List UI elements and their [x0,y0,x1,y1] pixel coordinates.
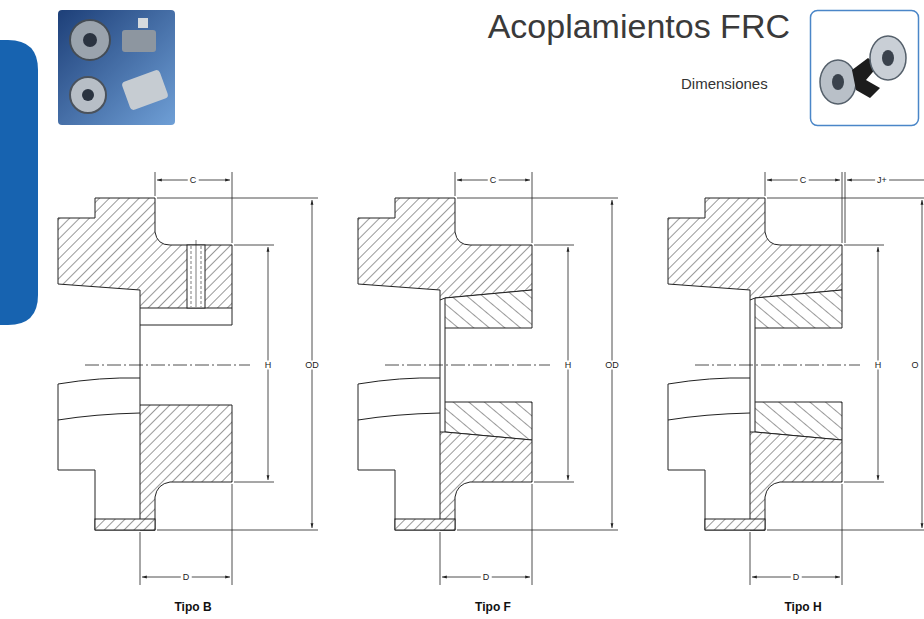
page-title: Acoplamientos FRC [488,8,790,45]
dimension-label: H [873,361,884,370]
drawing-part [122,30,156,52]
drawing-part [70,77,106,113]
dimension-label: C [798,176,809,185]
drawing-part [83,33,97,47]
section-tipo-b [58,172,318,585]
type-caption: Tipo F [475,601,511,613]
dimension-label: D [791,573,802,582]
drawing-part [70,20,110,60]
dimension-j [845,172,924,243]
drawing-part [870,36,906,80]
type-caption: Tipo B [174,601,211,613]
section-tipo-h [668,172,924,585]
drawing-part [138,18,148,28]
dimension-label: C [488,176,499,185]
type-caption: Tipo H [784,601,821,613]
drawing-part [58,10,175,125]
dimension-label: D [181,573,192,582]
drawing-part [82,89,94,101]
dimension-label: O [909,361,920,370]
side-bar [0,40,38,325]
section-tipo-f [358,172,618,585]
drawing-part [820,60,856,104]
drawing-part [811,11,919,126]
subtitle: Dimensiones [681,76,768,91]
drawing-part [121,69,169,111]
dimension-label: J+ [875,176,889,185]
drawing-part [882,50,894,66]
dimension-label: OD [303,361,321,370]
dimension-label: OD [603,361,621,370]
drawing-part [832,74,844,90]
dimension-label: H [263,361,274,370]
dimension-label: H [563,361,574,370]
coupling-icon [811,11,919,126]
dimension-label: D [481,573,492,582]
drawing-part [845,172,846,243]
photo-parts [58,10,175,125]
dimension-label: C [188,176,199,185]
